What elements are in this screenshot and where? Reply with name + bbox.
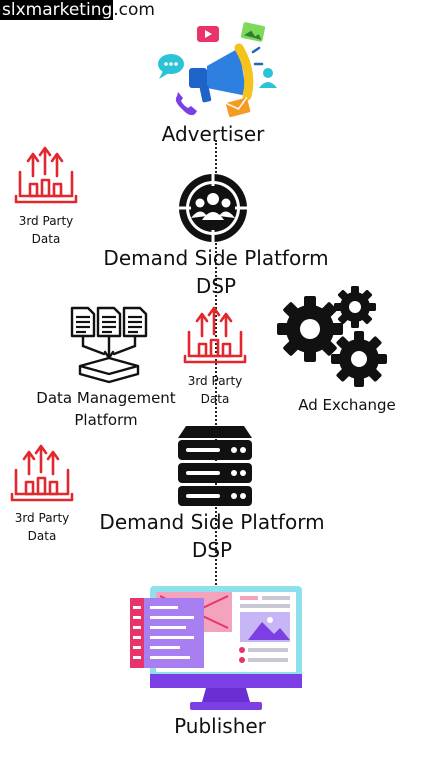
publisher-label: Publisher <box>174 714 266 738</box>
dmp-label-line1: Data Management <box>36 389 176 407</box>
documents-database-icon <box>70 306 148 384</box>
dsp-bottom-line1: Demand Side Platform <box>99 510 325 534</box>
megaphone-icon <box>155 22 280 122</box>
gears-icon <box>276 285 390 391</box>
dmp-label-line2: Platform <box>74 411 138 429</box>
brand-suffix: .com <box>113 0 155 20</box>
publisher-monitor-icon <box>130 584 304 712</box>
third-party-left-top-line2: Data <box>31 232 61 246</box>
growth-chart-icon <box>14 146 78 208</box>
growth-chart-icon <box>183 306 247 368</box>
team-target-icon <box>176 172 250 244</box>
growth-chart-icon <box>10 444 74 506</box>
advertiser-label: Advertiser <box>161 122 265 146</box>
dsp-top-line2: DSP <box>195 274 237 298</box>
third-party-center-line2: Data <box>200 392 230 406</box>
connector-line <box>215 140 217 588</box>
third-party-left-top-line1: 3rd Party <box>18 214 74 228</box>
server-icon <box>176 424 254 506</box>
third-party-left-bottom-line1: 3rd Party <box>14 511 70 525</box>
third-party-left-bottom-line2: Data <box>27 529 57 543</box>
brand-name: slxmarketing <box>0 0 114 20</box>
dsp-top-line1: Demand Side Platform <box>103 246 329 270</box>
brand-watermark: slxmarketing.com <box>0 0 155 20</box>
dsp-bottom-line2: DSP <box>191 538 233 562</box>
third-party-center-line1: 3rd Party <box>187 374 243 388</box>
ad-exchange-label: Ad Exchange <box>298 396 396 414</box>
